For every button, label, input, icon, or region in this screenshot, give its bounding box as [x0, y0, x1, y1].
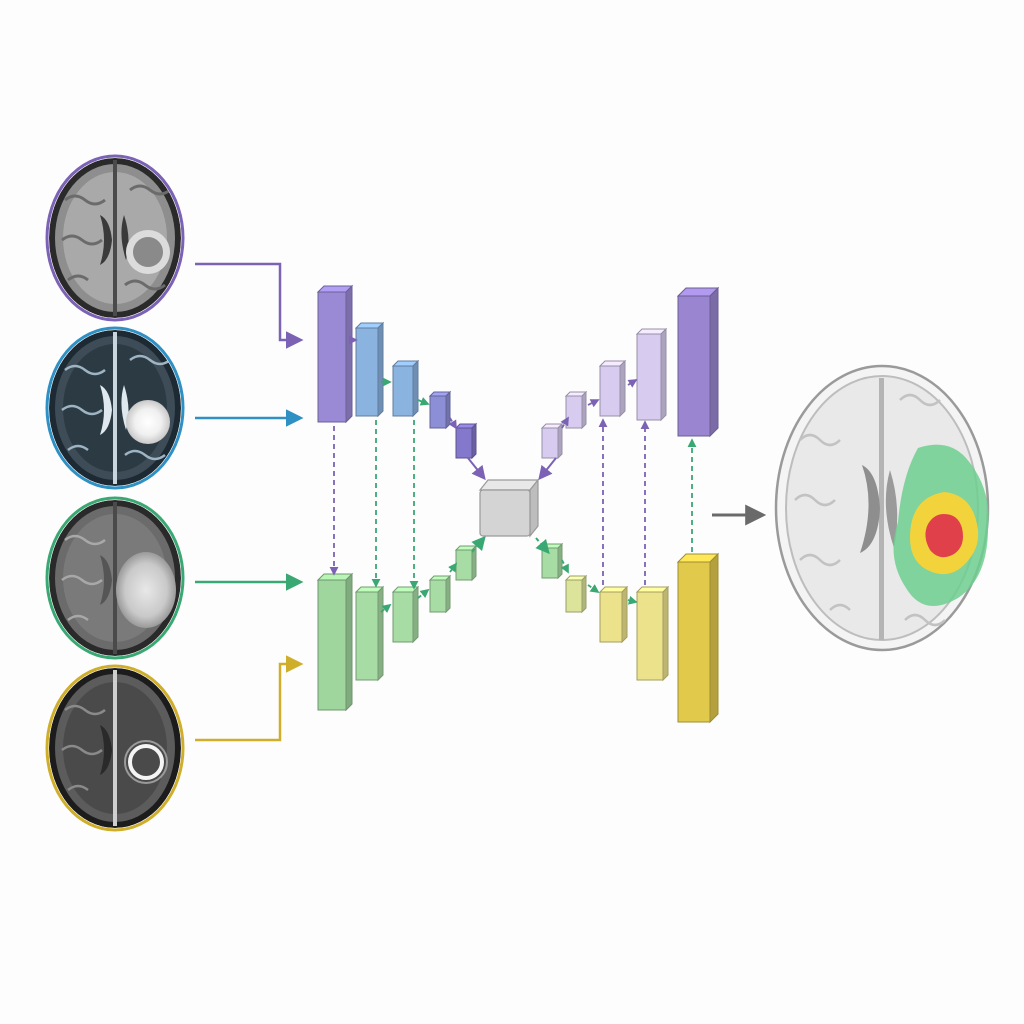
- encoder-top-block-5: [454, 422, 478, 460]
- network-blocks: [316, 284, 720, 724]
- decoder-bottom-block-2: [564, 574, 588, 614]
- input-arrow-1: [195, 262, 304, 349]
- encoder-top-block-2: [354, 321, 385, 418]
- bottleneck-block: [478, 478, 540, 538]
- decoder-bottom-block-3: [598, 585, 629, 644]
- encoder-bottom-block-3: [391, 585, 420, 644]
- seg-core-region: [925, 514, 963, 558]
- input-scan-4: [45, 664, 185, 832]
- decoder-bottom-block-4: [635, 585, 670, 682]
- encoder-bottom-block-4: [428, 574, 452, 614]
- encoder-top-block-3: [391, 359, 420, 418]
- encoder-bottom-block-2: [354, 585, 385, 682]
- encoder-top-block-1: [316, 284, 354, 424]
- decoder-top-block-4: [635, 327, 668, 422]
- segmented-brain-output: [774, 364, 990, 652]
- bottleneck-arrows: [467, 457, 557, 555]
- input-scan-3: [45, 496, 185, 660]
- decoder-top-block-5: [676, 286, 720, 438]
- decoder-top-block-3: [598, 359, 627, 418]
- input-arrow-4: [195, 655, 304, 742]
- decoder-bottom-block-5: [676, 552, 720, 724]
- decoder-top-block-2: [564, 390, 588, 430]
- encoder-top-block-4: [428, 390, 452, 430]
- input-scan-2: [45, 326, 185, 490]
- encoder-bottom-block-1: [316, 572, 354, 712]
- decoder-top-block-1: [540, 422, 564, 460]
- skip-connections: [329, 418, 697, 590]
- input-scan-1: [45, 154, 185, 322]
- flow-arrows: [348, 335, 638, 613]
